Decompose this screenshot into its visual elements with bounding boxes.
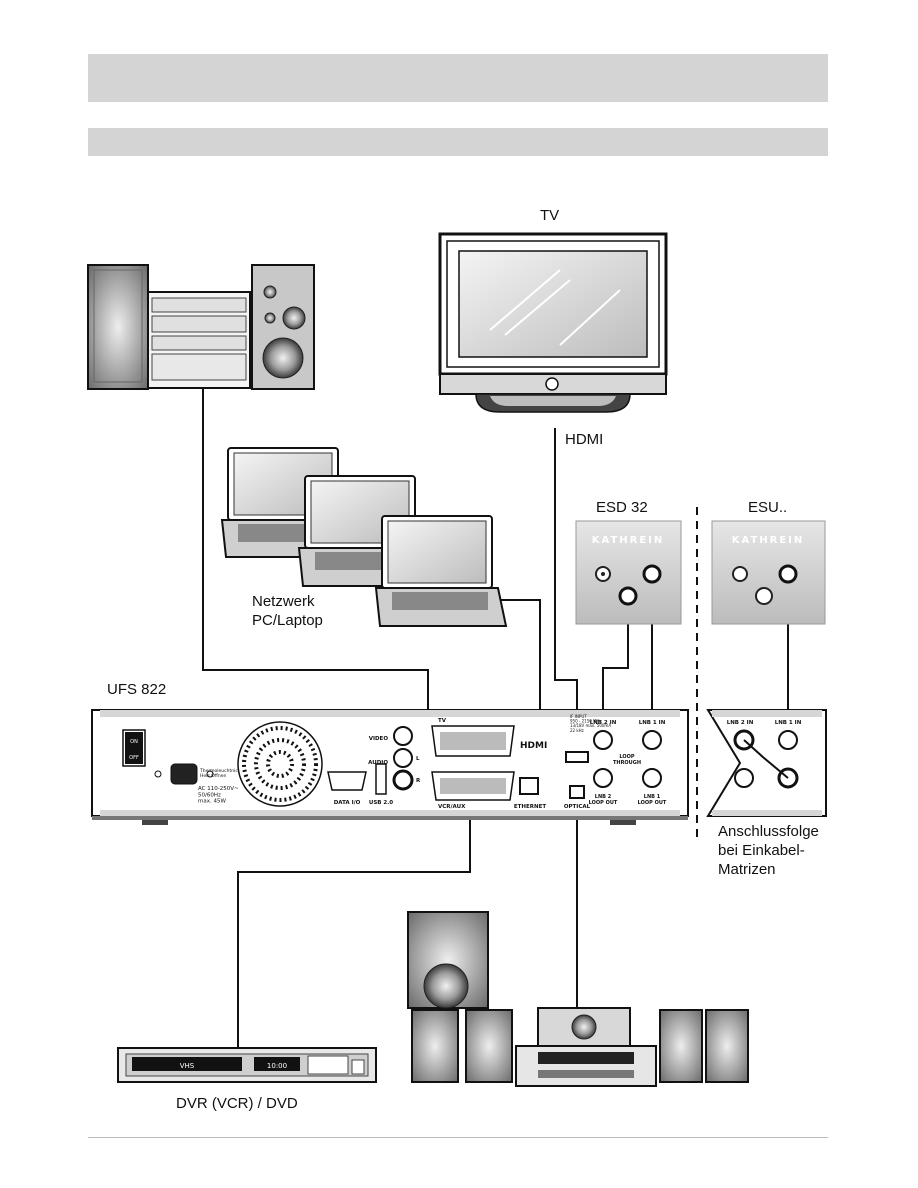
esu-brand: KATHREIN: [732, 535, 805, 546]
scart-tv-label: TV: [438, 718, 447, 724]
power-off-label: OFF: [129, 755, 139, 761]
tv-device: [438, 232, 668, 413]
label-anschlussfolge: Anschlussfolge bei Einkabel- Matrizen: [718, 823, 819, 878]
scart-vcr-label: VCR/AUX: [438, 804, 466, 810]
cable-scart-dvr: [237, 800, 471, 1048]
lnb1-in-label: LNB 1 IN: [639, 720, 666, 726]
audio-l-label: L: [416, 756, 420, 762]
optical-label: OPTICAL: [564, 804, 591, 810]
label-esd32: ESD 32: [596, 499, 648, 516]
dvr-clock: 10:00: [267, 1062, 287, 1070]
footer-divider: [88, 1137, 828, 1138]
ethernet-label: ETHERNET: [514, 804, 546, 810]
data-io-label: DATA I/O: [334, 800, 361, 806]
video-label: VIDEO: [369, 736, 389, 742]
esu-multiswitch: KATHREIN: [711, 520, 826, 625]
label-dvr: DVR (VCR) / DVD: [176, 1095, 298, 1112]
audio-label: AUDIO: [368, 760, 388, 766]
audio-r-label: R: [416, 778, 421, 784]
detail-lnb1-in-label: LNB 1 IN: [775, 720, 802, 726]
detail-loop-cable: [743, 739, 789, 779]
dvr-device: VHS 10:00: [117, 1047, 377, 1083]
header-bar-top: [88, 54, 828, 102]
cable-esd-lnb2: [602, 603, 629, 738]
power-on-label: ON: [130, 739, 138, 745]
label-hdmi: HDMI: [565, 431, 604, 448]
hifi-system: [87, 264, 315, 390]
home-theater: [407, 911, 749, 1087]
label-tv: TV: [540, 207, 560, 224]
label-ufs822: UFS 822: [107, 681, 167, 698]
esd32-multiswitch: KATHREIN: [575, 520, 682, 625]
lnb2-in-label: LNB 2 IN: [590, 720, 617, 726]
receiver-detail-esu: LNB 2 IN LNB 1 IN: [706, 709, 827, 817]
laptops: [220, 447, 508, 627]
vhs-label: VHS: [180, 1062, 195, 1070]
detail-lnb2-in-label: LNB 2 IN: [727, 720, 754, 726]
hdmi-logo: HDMI: [520, 741, 547, 751]
label-network: Netzwerk PC/Laptop: [252, 593, 323, 629]
header-bar-second: [88, 128, 828, 156]
cable-hdmi: [554, 428, 578, 758]
usb-label: USB 2.0: [369, 800, 393, 806]
esd-brand: KATHREIN: [592, 535, 665, 546]
label-esu: ESU..: [748, 499, 788, 516]
